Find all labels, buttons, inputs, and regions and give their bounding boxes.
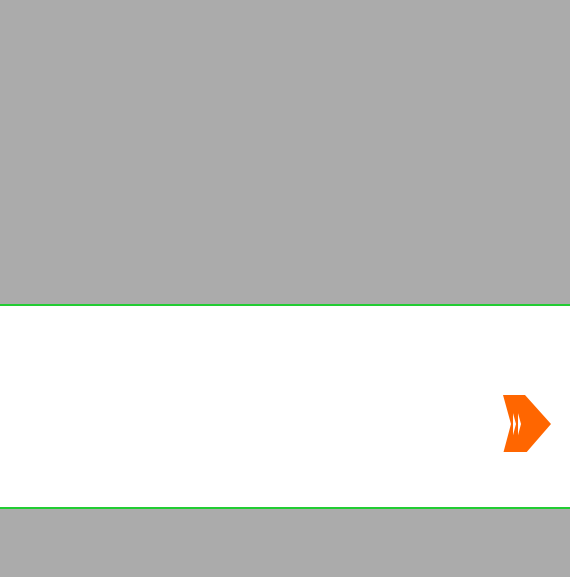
bottom-backdrop — [0, 509, 570, 577]
top-backdrop — [0, 0, 570, 304]
content-band — [0, 304, 570, 509]
triple-chevron-right-icon — [503, 395, 551, 452]
next-button[interactable] — [500, 392, 554, 452]
